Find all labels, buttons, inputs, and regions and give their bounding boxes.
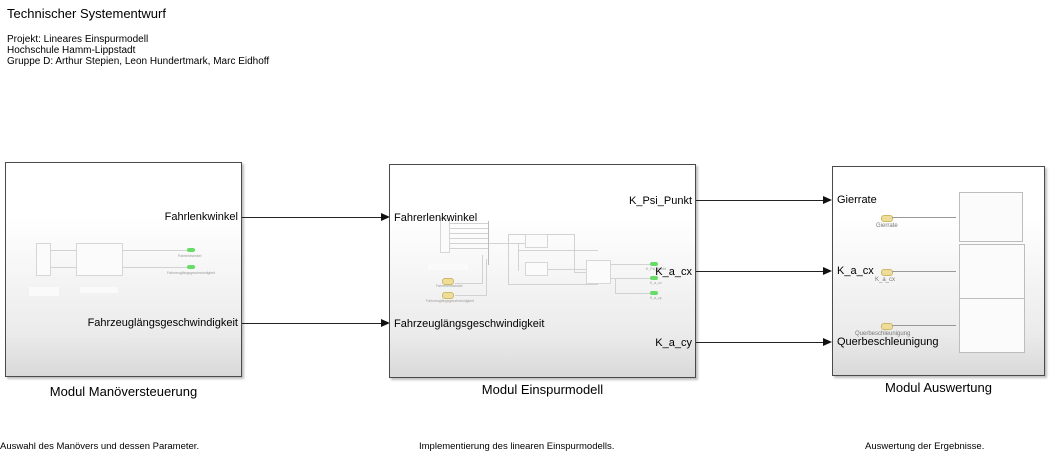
preview-line	[615, 278, 616, 293]
group-label: Gruppe D: Arthur Stepien, Leon Hundertma…	[7, 56, 270, 67]
preview-scope-gierrate	[959, 192, 1023, 242]
preview-line	[482, 255, 483, 283]
preview-line	[51, 267, 82, 268]
from-tag-icon	[442, 292, 454, 299]
goto-tag-icon	[187, 265, 195, 269]
output-port-k-psi-punkt[interactable]: K_Psi_Punkt	[629, 195, 692, 207]
preview-line	[548, 269, 588, 270]
signal-line-k-psi-punkt[interactable]	[696, 200, 824, 201]
preview-line	[450, 248, 488, 249]
preview-gain-block	[525, 234, 548, 248]
preview-line	[450, 233, 488, 234]
preview-tag-label: K_a_cx	[650, 281, 662, 285]
input-port-k-a-cx[interactable]: K_a_cx	[837, 265, 874, 277]
preview-scope-k-a-cx	[959, 244, 1025, 299]
output-port-fahrlenkwinkel[interactable]: Fahrlenkwinkel	[164, 211, 238, 223]
preview-tag-label: Fahrlenkwinkel	[178, 254, 202, 258]
preview-line	[892, 271, 956, 272]
preview-label-box	[80, 287, 118, 293]
signal-line-k-a-cx[interactable]	[696, 271, 824, 272]
goto-tag-icon	[650, 291, 658, 295]
school-label: Hochschule Hamm-Lippstadt	[7, 45, 136, 56]
preview-tag-label: Fahrerlenkwinkel	[436, 284, 463, 288]
signal-line-k-a-cy[interactable]	[696, 342, 824, 343]
preview-tag-label: Fahrzeuglängsgeschwindigkeit	[426, 299, 474, 303]
preview-line	[486, 259, 487, 295]
arrowhead-icon	[381, 213, 390, 221]
input-port-gierrate[interactable]: Gierrate	[837, 194, 877, 206]
preview-label-box	[428, 264, 468, 270]
preview-line	[574, 234, 575, 272]
preview-label-box	[29, 287, 59, 296]
preview-tag-label: K_Psi_Punkt	[646, 267, 667, 271]
block-name-einspurmodell[interactable]: Modul Einspurmodell	[481, 382, 604, 397]
preview-line	[450, 228, 488, 229]
preview-line	[518, 250, 598, 251]
signal-line-fahrlenkwinkel[interactable]	[242, 217, 382, 218]
preview-line	[450, 243, 488, 244]
input-port-fahrerlenkwinkel[interactable]: Fahrerlenkwinkel	[394, 212, 478, 224]
preview-line	[508, 234, 509, 284]
preview-scope-querbeschleunigung	[959, 298, 1025, 353]
arrowhead-icon	[381, 319, 390, 327]
block-auswertung[interactable]: Gierrate K_a_cx Querbeschleunigung Gierr…	[832, 166, 1045, 376]
block-description-auswertung: Auswertung der Ergebnisse.	[865, 441, 985, 452]
preview-line	[611, 278, 654, 279]
block-description-manoeversteuerung: Auswahl des Manövers und dessen Paramete…	[0, 441, 200, 452]
preview-line	[123, 250, 189, 251]
preview-line	[574, 272, 588, 273]
preview-line	[518, 243, 519, 271]
preview-tag-label: Querbeschleunigung	[855, 331, 911, 337]
preview-line	[611, 264, 654, 265]
preview-line	[455, 283, 483, 284]
output-port-fahrzeuglaengsgeschwindigkeit[interactable]: Fahrzeuglängsgeschwindigkeit	[87, 317, 238, 329]
from-tag-icon	[881, 215, 893, 222]
block-name-manoeversteuerung[interactable]: Modul Manöversteuerung	[49, 384, 198, 399]
block-manoeversteuerung[interactable]: Fahrlenkwinkel Fahrzeuglängsgeschwindigk…	[5, 162, 242, 377]
output-port-k-a-cy[interactable]: K_a_cy	[655, 337, 692, 349]
preview-line	[489, 243, 529, 244]
preview-line	[615, 293, 654, 294]
preview-source-block	[36, 243, 51, 276]
preview-subsystem-block	[76, 243, 123, 276]
output-port-k-a-cx[interactable]: K_a_cx	[655, 266, 692, 278]
goto-tag-icon	[650, 262, 658, 266]
goto-tag-icon	[650, 276, 658, 280]
preview-integrator-block	[586, 260, 611, 284]
block-einspurmodell[interactable]: K_Psi_Punkt K_a_cx K_a_cy Fahrerlenkwink…	[389, 164, 696, 378]
preview-line	[508, 284, 598, 285]
input-port-querbeschleunigung[interactable]: Querbeschleunigung	[837, 336, 939, 348]
arrowhead-icon	[823, 338, 832, 346]
preview-tag-label: K_a_cx	[875, 277, 896, 283]
preview-line	[51, 250, 82, 251]
preview-tag-label: Fahrzeuglängsgeschwindigkeit	[167, 271, 215, 275]
preview-line	[488, 221, 489, 265]
preview-line	[455, 295, 487, 296]
preview-mux-block	[440, 218, 450, 253]
diagram-title: Technischer Systementwurf	[7, 6, 166, 21]
preview-line	[450, 238, 488, 239]
from-tag-icon	[881, 269, 893, 276]
preview-gain-block	[525, 262, 548, 276]
preview-line	[892, 325, 956, 326]
arrowhead-icon	[823, 196, 832, 204]
preview-line	[892, 217, 956, 218]
block-name-auswertung[interactable]: Modul Auswertung	[885, 380, 992, 395]
from-tag-icon	[881, 323, 893, 330]
project-label: Projekt: Lineares Einspurmodell	[7, 34, 149, 45]
arrowhead-icon	[823, 267, 832, 275]
preview-line	[450, 223, 488, 224]
goto-tag-icon	[187, 248, 195, 252]
block-description-einspurmodell: Implementierung des linearen Einspurmode…	[419, 441, 615, 452]
preview-tag-label: K_a_cy	[650, 296, 662, 300]
signal-line-fahrzeuglaengsgeschwindigkeit[interactable]	[242, 323, 382, 324]
input-port-fahrzeuglaengsgeschwindigkeit[interactable]: Fahrzeuglängsgeschwindigkeit	[394, 318, 545, 330]
preview-line	[123, 267, 189, 268]
from-tag-icon	[442, 278, 454, 285]
preview-tag-label: Gierrate	[876, 223, 898, 229]
